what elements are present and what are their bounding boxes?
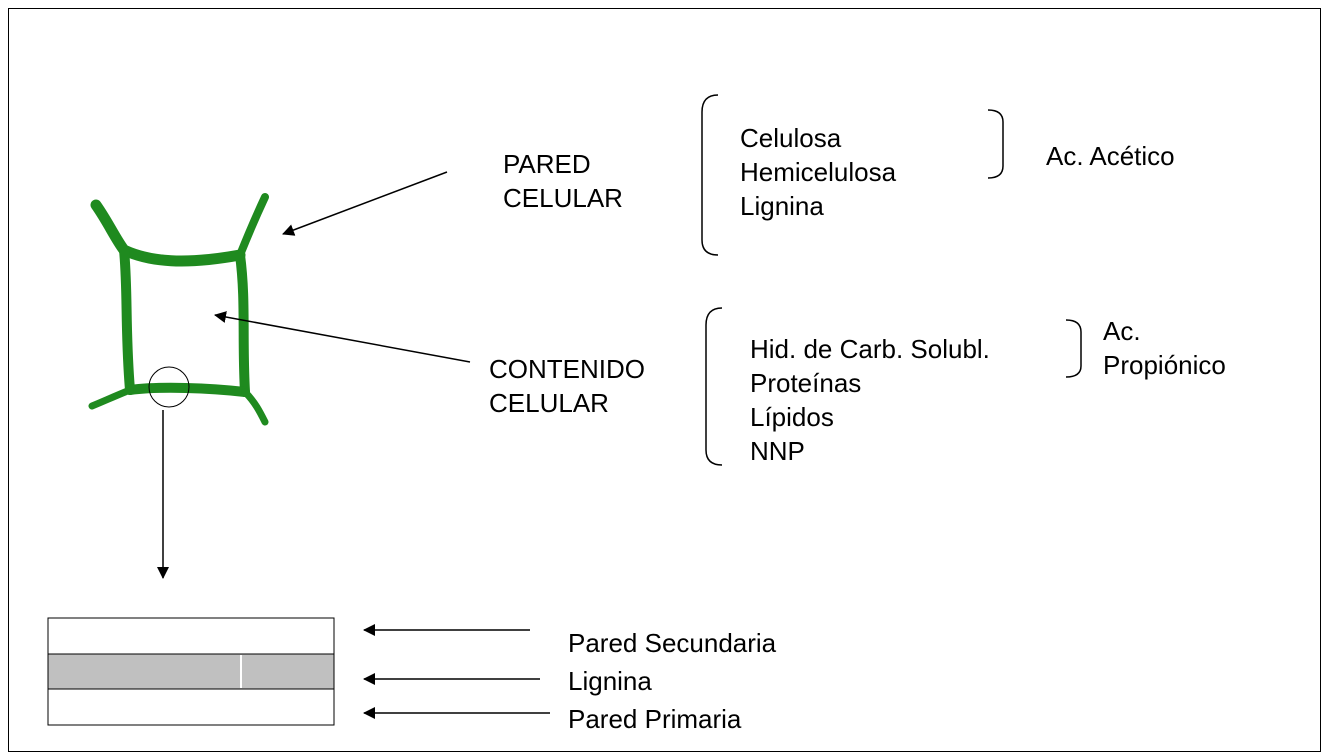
content-component: NNP <box>750 436 805 466</box>
label-pared-celular: PARED CELULAR <box>503 147 623 215</box>
cell-wall-top <box>90 199 246 267</box>
cell-wall-bottom <box>125 382 250 397</box>
brace-content-product <box>1065 319 1082 378</box>
content-product-line1: Ac. <box>1103 316 1141 346</box>
layer-pared-secundaria <box>47 617 335 655</box>
wall-component: Hemicelulosa <box>740 157 897 187</box>
layer-label-secundaria: Pared Secundaria <box>568 626 776 660</box>
layer-pared-primaria <box>47 688 335 726</box>
brace-content-components <box>705 307 723 466</box>
content-components-list: Hid. de Carb. Solubl. Proteínas Lípidos … <box>750 332 990 468</box>
content-component: Lípidos <box>750 402 834 432</box>
arrow-pared-celular <box>282 171 448 236</box>
plant-cell <box>88 193 269 426</box>
layer-label-lignina: Lignina <box>568 664 652 698</box>
layer-label-primaria-text: Pared Primaria <box>568 704 742 734</box>
cell-wall-top-right <box>236 193 269 259</box>
cell-wall-bottom-left <box>88 386 134 410</box>
cell-wall-left <box>119 245 135 395</box>
label-pared-celular-line2: CELULAR <box>503 183 623 213</box>
layer-label-primaria: Pared Primaria <box>568 702 741 736</box>
label-contenido-celular: CONTENIDO CELULAR <box>489 352 645 420</box>
brace-wall-components <box>701 94 719 256</box>
brace-wall-product <box>987 109 1004 179</box>
wall-components-list: Celulosa Hemicelulosa Lignina <box>740 121 896 223</box>
content-component: Proteínas <box>750 368 862 398</box>
wall-zoom-circle <box>148 366 190 408</box>
content-component: Hid. de Carb. Solubl. <box>750 334 990 364</box>
layer-label-lignina-text: Lignina <box>568 666 652 696</box>
layer-label-secundaria-text: Pared Secundaria <box>568 628 777 658</box>
layer-lignina <box>47 653 335 690</box>
content-product-line2: Propiónico <box>1103 350 1226 380</box>
wall-component: Celulosa <box>740 123 842 153</box>
label-pared-celular-line1: PARED <box>503 149 591 179</box>
cell-wall-bottom-right <box>241 388 269 426</box>
label-contenido-celular-line2: CELULAR <box>489 388 609 418</box>
wall-component: Lignina <box>740 191 824 221</box>
arrow-contenido-celular <box>214 311 471 363</box>
label-contenido-celular-line1: CONTENIDO <box>489 354 645 384</box>
diagram-frame <box>8 8 1321 752</box>
cell-wall-right <box>235 250 250 397</box>
wall-product: Ac. Acético <box>1046 139 1175 173</box>
wall-product-text: Ac. Acético <box>1046 141 1175 171</box>
content-product: Ac. Propiónico <box>1103 314 1226 382</box>
